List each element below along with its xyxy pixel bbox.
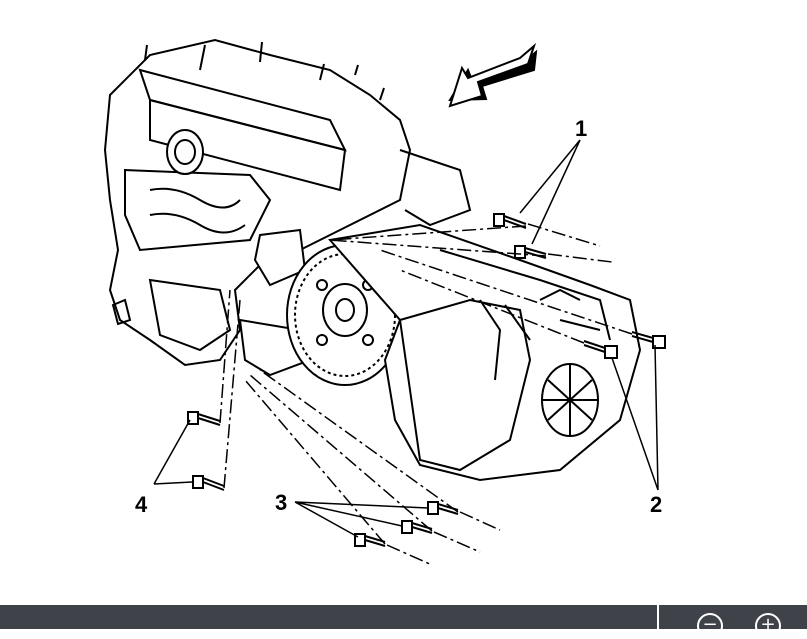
bolt [354,533,386,547]
bolt [187,411,221,426]
transmission [328,223,642,482]
toolbar-divider [657,605,659,629]
install-lines [219,225,633,545]
callout-1: 1 [575,116,587,141]
bolt [493,213,527,229]
bolt [192,475,225,491]
zoom-out-icon[interactable]: − [697,613,723,639]
callout-2: 2 [650,492,662,517]
direction-arrow-icon [448,42,538,108]
engine-transmission-diagram: 1 2 3 4 [103,38,666,566]
callout-3: 3 [275,490,287,515]
bottom-toolbar: − + [0,605,807,639]
callout-4: 4 [135,492,148,517]
bolts [187,213,666,547]
leader-lines [153,139,659,566]
zoom-in-icon[interactable]: + [755,613,781,639]
bolt [583,340,618,359]
bolt [631,331,666,349]
